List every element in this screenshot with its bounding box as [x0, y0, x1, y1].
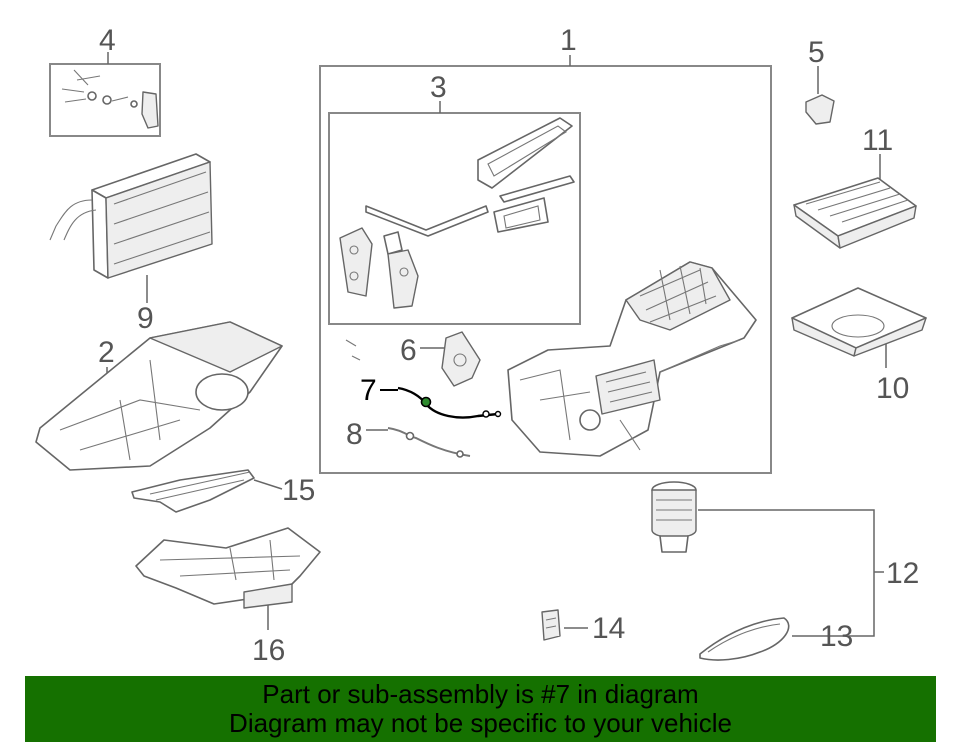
callout-11: 11	[862, 124, 893, 157]
callout-2: 2	[98, 336, 115, 369]
callout-5: 5	[808, 36, 825, 69]
part-11-filter[interactable]	[793, 177, 917, 249]
callout-15: 15	[282, 474, 315, 507]
assembly-1-frame	[319, 65, 772, 474]
part-14-resistor[interactable]	[541, 609, 561, 641]
part-9-evaporator[interactable]	[49, 153, 213, 279]
callout-16: 16	[252, 634, 285, 667]
notice-banner: Part or sub-assembly is #7 in diagram Di…	[25, 676, 936, 742]
callout-6: 6	[400, 334, 417, 367]
part-7-cable[interactable]	[397, 386, 502, 419]
notice-line-disclaimer: Diagram may not be specific to your vehi…	[229, 708, 732, 738]
part-5-sensor[interactable]	[805, 94, 835, 125]
callout-8: 8	[346, 418, 363, 451]
callout-4: 4	[99, 24, 116, 57]
part-6-actuator[interactable]	[345, 331, 481, 387]
part-2-housing[interactable]	[35, 321, 283, 471]
notice-line-part: Part or sub-assembly is #7 in diagram	[262, 679, 699, 709]
part-15-bracket[interactable]	[131, 469, 255, 513]
part-12-blower-motor[interactable]	[651, 481, 697, 553]
callout-1: 1	[560, 24, 577, 57]
part-16-tray[interactable]	[135, 527, 321, 609]
hvac-case[interactable]	[507, 261, 757, 457]
subassembly-3-frame	[328, 112, 581, 325]
leader-15	[253, 479, 283, 490]
part-8-cable[interactable]	[387, 427, 471, 458]
part-10-tray[interactable]	[791, 287, 927, 357]
callout-12: 12	[886, 557, 919, 590]
part-3-components[interactable]	[339, 117, 575, 309]
callout-10: 10	[876, 372, 909, 405]
part-13-gasket[interactable]	[699, 617, 790, 661]
part-4-bolts[interactable]	[61, 69, 159, 129]
callout-3: 3	[430, 71, 447, 104]
callout-7: 7	[360, 374, 377, 407]
part-4-frame	[49, 63, 161, 137]
callout-13: 13	[820, 620, 853, 653]
callout-9: 9	[137, 302, 154, 335]
callout-14: 14	[592, 612, 625, 645]
leader-12	[698, 509, 875, 637]
